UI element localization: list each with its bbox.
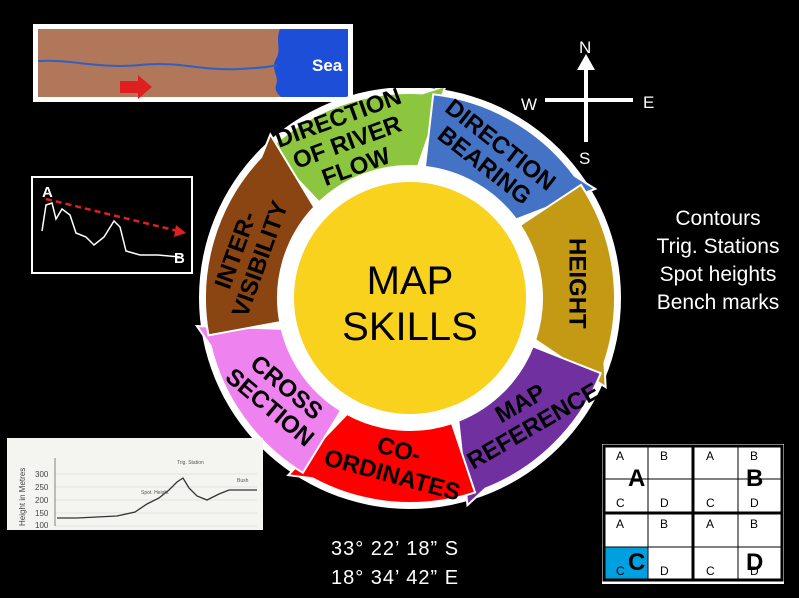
wheel-label-height: HEIGHT: [563, 238, 590, 329]
grid-cell-label: A: [706, 517, 714, 531]
grid-cell-label: C: [706, 564, 715, 578]
compass-n: N: [579, 38, 591, 57]
graph-peak-label: Spot. Height: [141, 490, 169, 496]
wheel-segment-height: [518, 183, 616, 390]
latitude: 33° 22’ 18” S: [331, 538, 460, 560]
grid-cell-label: A: [616, 517, 624, 531]
wheel-segment-map-reference: [457, 345, 603, 508]
wheel-center-label: SKILLS: [342, 305, 478, 349]
grid-cell-label: A: [706, 449, 714, 463]
grid-cell-label: B: [660, 517, 668, 531]
compass-svg: N E S W: [521, 38, 654, 168]
sightline: [45, 197, 179, 233]
compass-w: W: [521, 95, 537, 114]
sightline-arrow-icon: [174, 225, 186, 237]
height-method-item: Contours: [675, 207, 761, 230]
wheel-center: [294, 182, 526, 414]
grid-cell-label: D: [660, 496, 669, 510]
compass: N E S W: [515, 30, 675, 170]
cross-section-graph-svg: Height in Metres 300 250 200 150 100 Tri…: [7, 438, 263, 530]
graph-profile-line: [57, 477, 257, 519]
intervisibility-panel: A B: [30, 175, 194, 275]
longitude: 18° 34’ 42” E: [331, 567, 460, 589]
wheel-label-intervisibility: INTER-VISIBILITY: [210, 197, 294, 320]
graph-peak-label: Trig. Station: [177, 460, 204, 466]
river-map-svg: Sea: [33, 24, 353, 102]
wheel-segment-direction-river: [267, 84, 448, 204]
point-a-label: A: [42, 184, 53, 201]
wheel-segment-intervisibility: [204, 132, 316, 337]
grid-cell: [737, 513, 783, 548]
grid-cell-label: B: [660, 449, 668, 463]
grid-cell: [647, 478, 693, 513]
coordinates-text: 33° 22’ 18” S 18° 34’ 42” E: [331, 535, 459, 593]
grid-cell-label: B: [750, 449, 758, 463]
wheel-label-line: HEIGHT: [563, 238, 590, 329]
wheel-segment-direction-bearing: [423, 93, 598, 221]
north-arrow-icon: [577, 54, 595, 70]
grid-cell-label: D: [750, 564, 759, 578]
grid-cell-label: D: [750, 496, 759, 510]
wheel-segment-cross-section: [194, 324, 343, 475]
point-b-label: B: [174, 250, 185, 267]
graph-tick: 300: [35, 470, 49, 479]
graph-peak-label: Bush: [237, 478, 249, 484]
compass-s: S: [579, 149, 590, 168]
grid-cell: [603, 478, 649, 513]
height-method-item: Trig. Stations: [656, 235, 780, 258]
grid-cell: [693, 513, 739, 548]
graph-tick: 200: [35, 496, 49, 505]
river-map: Sea: [30, 21, 356, 105]
grid-cell-label: C: [616, 564, 625, 578]
grid-quadrant-letter: B: [746, 465, 763, 492]
graph-tick: 250: [35, 483, 49, 492]
grid-cell: [647, 513, 693, 548]
grid-cell-label: C: [616, 496, 625, 510]
graph-tick: 100: [35, 521, 49, 530]
graph-grid: [55, 473, 257, 527]
graph-tick: 150: [35, 509, 49, 518]
grid-cell-label: B: [750, 517, 758, 531]
wheel-segment-coordinates: [286, 412, 477, 504]
height-method-item: Spot heights: [659, 263, 777, 286]
height-method-item: Bench marks: [656, 291, 780, 314]
height-methods-list: Contours Trig. Stations Spot heights Ben…: [637, 205, 799, 317]
grid-cell-label: A: [616, 449, 624, 463]
grid-cell-label: D: [660, 564, 669, 578]
grid-cell: [693, 546, 739, 581]
cross-section-graph: Height in Metres 300 250 200 150 100 Tri…: [7, 438, 263, 530]
grid-quadrant-letter: D: [746, 549, 763, 576]
grid-cell: [647, 445, 693, 480]
terrain-profile-line: [41, 202, 181, 258]
graph-background: [7, 438, 263, 530]
grid-cell: [693, 478, 739, 513]
grid-quadrant-letter: A: [628, 465, 645, 492]
flow-arrow: [120, 75, 152, 99]
compass-e: E: [643, 93, 654, 112]
wheel-center-label: MAP: [367, 259, 454, 303]
sea-label: Sea: [312, 56, 343, 75]
grid-cell: [693, 445, 739, 480]
grid-cell-label: C: [706, 496, 715, 510]
river-line: [37, 59, 278, 71]
sea-area: [274, 29, 348, 97]
grid-cell: [647, 546, 693, 581]
intervisibility-svg: A B: [31, 176, 193, 274]
grid-quadrant-letter: C: [628, 549, 645, 576]
graph-ylabel: Height in Metres: [18, 468, 27, 526]
grid-cell: [603, 513, 649, 548]
